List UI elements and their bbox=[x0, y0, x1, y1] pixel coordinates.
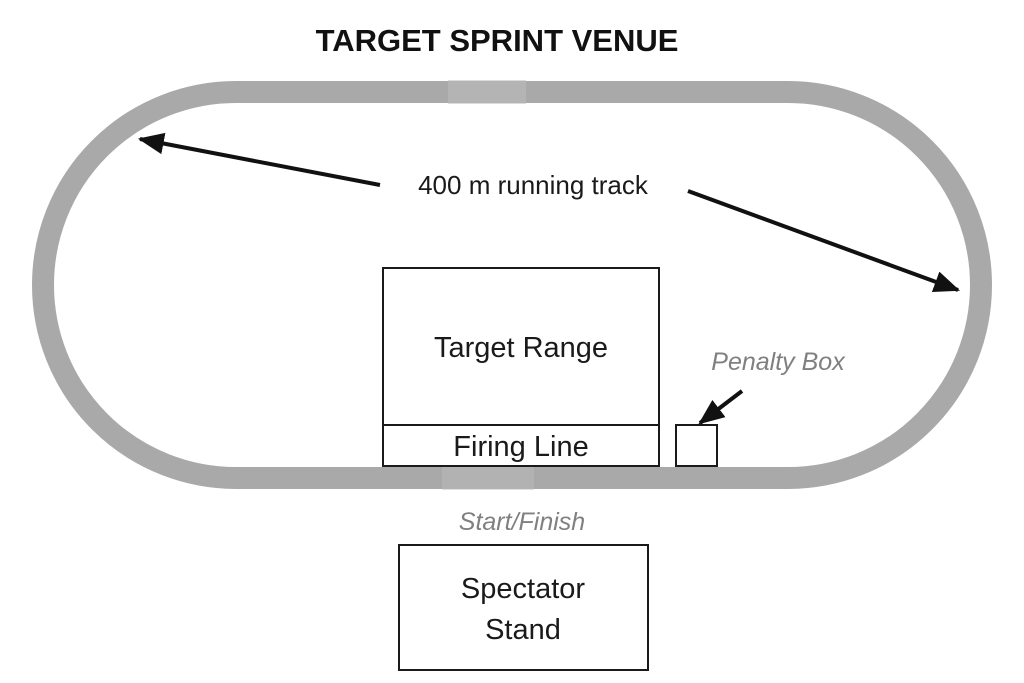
track-marking-top bbox=[448, 80, 526, 104]
spectator-stand-box bbox=[398, 544, 649, 671]
penalty-box-arrow bbox=[698, 389, 744, 425]
target-range-box bbox=[382, 267, 660, 426]
firing-line-box bbox=[382, 424, 660, 467]
track-arrow-left bbox=[137, 132, 381, 187]
diagram-title: TARGET SPRINT VENUE bbox=[316, 23, 679, 58]
penalty-box bbox=[675, 424, 718, 467]
track-arrow-right bbox=[687, 189, 961, 292]
penalty-box-label: Penalty Box bbox=[711, 348, 846, 376]
track-label: 400 m running track bbox=[418, 170, 649, 200]
spectator-stand-label-line1: Spectator bbox=[461, 573, 585, 605]
spectator-stand-label-line2: Stand bbox=[485, 614, 561, 646]
start-finish-label: Start/Finish bbox=[459, 508, 585, 536]
start-finish-marking bbox=[442, 466, 534, 490]
target-range-label: Target Range bbox=[434, 332, 608, 364]
firing-line-label: Firing Line bbox=[453, 431, 588, 463]
